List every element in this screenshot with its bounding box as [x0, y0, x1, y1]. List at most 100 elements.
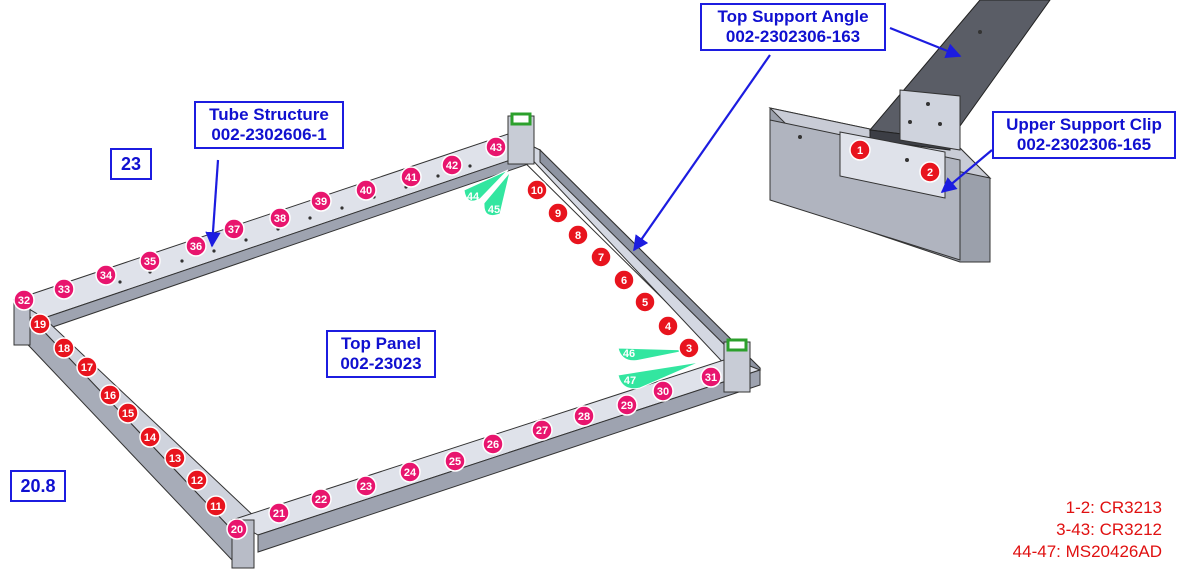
rivet-number-6: 6	[621, 275, 627, 287]
label-upper-support-clip: Upper Support Clip 002-2302306-165	[992, 111, 1176, 159]
rivet-number-25: 25	[449, 456, 461, 468]
rivet-callout-23: 23	[355, 475, 377, 497]
leader-upper-support-clip	[940, 149, 993, 193]
rivet-number-12: 12	[191, 475, 203, 487]
rivet-number-34: 34	[100, 270, 113, 282]
rivet-callout-12: 12	[186, 469, 208, 491]
rivet-callout-2: 2	[919, 161, 941, 183]
rivet-callout-33: 33	[53, 278, 75, 300]
rivet-callout-16: 16	[99, 384, 121, 406]
rivet-number-10: 10	[531, 185, 543, 197]
rivet-number-43: 43	[490, 142, 502, 154]
rivet-number-38: 38	[274, 213, 286, 225]
label-tube-structure: Tube Structure 002-2302606-1	[194, 101, 344, 149]
legend-line-3: 44-47: MS20426AD	[1012, 542, 1162, 561]
rivet-callout-44: 44	[467, 191, 480, 203]
rivet-number-44: 44	[467, 191, 480, 203]
label-upper-support-clip-name: Upper Support Clip	[1006, 115, 1162, 134]
leader-top-support-angle-frame	[633, 54, 771, 252]
rivet-callout-42: 42	[441, 154, 463, 176]
leader-top-support-angle	[889, 26, 962, 59]
rivet-number-15: 15	[122, 408, 134, 420]
rivet-number-16: 16	[104, 390, 116, 402]
rivet-callout-34: 34	[95, 264, 117, 286]
rivet-callout-14: 14	[139, 426, 161, 448]
rivet-callout-24: 24	[399, 461, 421, 483]
rivet-number-26: 26	[487, 439, 499, 451]
rivet-callout-30: 30	[652, 380, 674, 402]
rivet-number-41: 41	[405, 172, 417, 184]
rivet-number-8: 8	[575, 230, 581, 242]
rivet-callout-40: 40	[355, 179, 377, 201]
rivet-callout-22: 22	[310, 488, 332, 510]
rivet-number-35: 35	[144, 256, 156, 268]
rivet-number-23: 23	[360, 481, 372, 493]
rivet-number-42: 42	[446, 160, 458, 172]
rivet-callout-25: 25	[444, 450, 466, 472]
rivet-callout-8: 8	[567, 224, 589, 246]
rivet-callout-46: 46	[623, 348, 635, 360]
rivet-number-9: 9	[555, 208, 561, 220]
rivet-callout-38: 38	[269, 207, 291, 229]
rivet-number-22: 22	[315, 494, 327, 506]
rivet-layer: 1234567891011121314151617181920212223242…	[13, 136, 941, 540]
rivet-number-33: 33	[58, 284, 70, 296]
fastener-legend: 1-2: CR3213 3-43: CR3212 44-47: MS20426A…	[1013, 497, 1162, 563]
rivet-number-28: 28	[578, 411, 590, 423]
label-top-panel-part: 002-23023	[340, 354, 422, 373]
rivet-callout-1: 1	[849, 139, 871, 161]
rivet-callout-13: 13	[164, 447, 186, 469]
rivet-callout-27: 27	[531, 419, 553, 441]
rivet-callout-4: 4	[657, 315, 679, 337]
rivet-number-45: 45	[488, 204, 500, 216]
rivet-callout-19: 19	[29, 313, 51, 335]
rivet-number-18: 18	[58, 343, 70, 355]
rivet-number-24: 24	[404, 467, 417, 479]
rivet-number-13: 13	[169, 453, 181, 465]
rivet-number-17: 17	[81, 362, 93, 374]
label-top-support-angle-name: Top Support Angle	[717, 7, 869, 26]
rivet-callout-11: 11	[205, 495, 227, 517]
rivet-number-4: 4	[665, 321, 672, 333]
rivet-callout-43: 43	[485, 136, 507, 158]
legend-line-2: 3-43: CR3212	[1056, 520, 1162, 539]
rivet-callout-18: 18	[53, 337, 75, 359]
rivet-number-14: 14	[144, 432, 157, 444]
label-top-panel: Top Panel 002-23023	[326, 330, 436, 378]
rivet-callout-32: 32	[13, 289, 35, 311]
rivet-callout-36: 36	[185, 235, 207, 257]
rivet-number-36: 36	[190, 241, 202, 253]
rivet-callout-6: 6	[613, 269, 635, 291]
rivet-number-2: 2	[927, 167, 933, 179]
rivet-callout-47: 47	[624, 375, 636, 387]
rivet-number-37: 37	[228, 224, 240, 236]
rivet-callout-7: 7	[590, 246, 612, 268]
rivet-callout-37: 37	[223, 218, 245, 240]
rivet-callout-21: 21	[268, 502, 290, 524]
rivet-number-29: 29	[621, 400, 633, 412]
label-tube-structure-name: Tube Structure	[209, 105, 329, 124]
rivet-number-20: 20	[231, 524, 243, 536]
rivet-callout-17: 17	[76, 356, 98, 378]
rivet-callout-45: 45	[488, 204, 500, 216]
rivet-callout-31: 31	[700, 366, 722, 388]
rivet-callout-26: 26	[482, 433, 504, 455]
rivet-number-31: 31	[705, 372, 717, 384]
rivet-callout-5: 5	[634, 291, 656, 313]
rivet-callout-28: 28	[573, 405, 595, 427]
rivet-callout-9: 9	[547, 202, 569, 224]
rivet-number-46: 46	[623, 348, 635, 360]
rivet-callout-41: 41	[400, 166, 422, 188]
label-top-support-angle: Top Support Angle 002-2302306-163	[700, 3, 886, 51]
rivet-number-11: 11	[210, 501, 222, 513]
dimension-depth: 20.8	[10, 470, 66, 502]
rivet-number-27: 27	[536, 425, 548, 437]
label-tube-structure-part: 002-2302606-1	[211, 125, 327, 144]
rivet-callout-10: 10	[526, 179, 548, 201]
rivet-callout-15: 15	[117, 402, 139, 424]
rivet-callout-35: 35	[139, 250, 161, 272]
rivet-callout-39: 39	[310, 190, 332, 212]
label-upper-support-clip-part: 002-2302306-165	[1016, 135, 1152, 154]
